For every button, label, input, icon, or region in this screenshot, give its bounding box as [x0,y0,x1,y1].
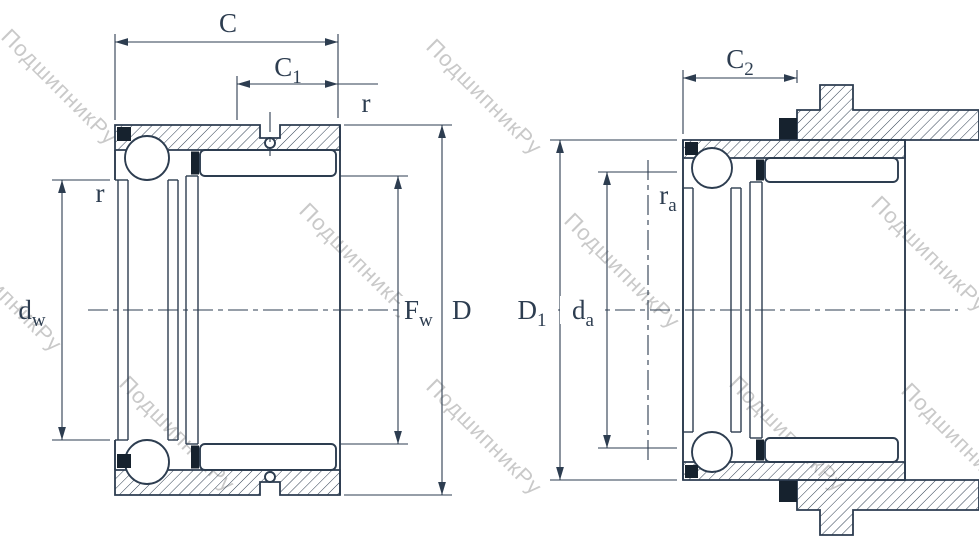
lubrication-hole-bottom [264,471,276,483]
ball-top [691,147,733,189]
seal-top-left [117,127,131,141]
needle-roller-top [756,157,899,183]
dim-label-ra: ra [659,180,677,216]
ball-bottom [691,431,733,473]
dim-label-C1: C1 [274,52,302,88]
watermark-text: ПодшипникРу [421,374,547,500]
watermark-text: ПодшипникРу [866,191,979,317]
seal-housing-bottom [779,480,797,502]
dim-label-r-left: r [96,178,105,208]
ball-bottom [124,439,170,485]
dim-label-D: D [452,295,472,325]
cage-retainer [756,159,764,181]
right-dimensions: C2 ra D1 da [506,44,798,481]
dim-label-dw: dw [18,295,46,331]
cage-retainer [191,445,199,469]
watermark-text: ПодшипникРу [0,24,122,150]
needle-roller [199,443,337,471]
label-bg [506,296,558,324]
right-view [545,84,979,536]
label-bg [400,296,442,324]
dim-label-da: da [572,295,595,331]
needle-roller [764,437,899,463]
needle-roller [199,149,337,177]
left-view [88,112,428,496]
ball-top [124,135,170,181]
dim-label-Fw: Fw [404,295,433,331]
housing-top [796,84,979,141]
housing-bottom [796,479,979,536]
needle-roller [764,157,899,183]
seal-housing-top [779,118,797,140]
outer-ring-top [114,124,341,151]
cage-retainer [191,151,199,175]
dim-label-r-top: r [362,88,371,118]
needle-roller-bottom [191,443,337,471]
dim-label-C2: C2 [726,44,754,80]
label-bg [560,296,605,324]
left-dimensions: C C1 r r dw Fw D [18,8,472,496]
cage-retainer [756,439,764,461]
watermark-text: ПодшипникРу [0,231,67,357]
watermark-text: ПодшипникРу [421,34,547,160]
seal-top-left [685,142,698,155]
seal-bottom-left [685,465,698,478]
dim-label-C: C [219,8,237,38]
dim-label-D1: D1 [518,295,547,331]
seal-bottom-left [117,454,131,468]
needle-roller-top [191,149,337,177]
needle-roller-bottom [756,437,899,463]
